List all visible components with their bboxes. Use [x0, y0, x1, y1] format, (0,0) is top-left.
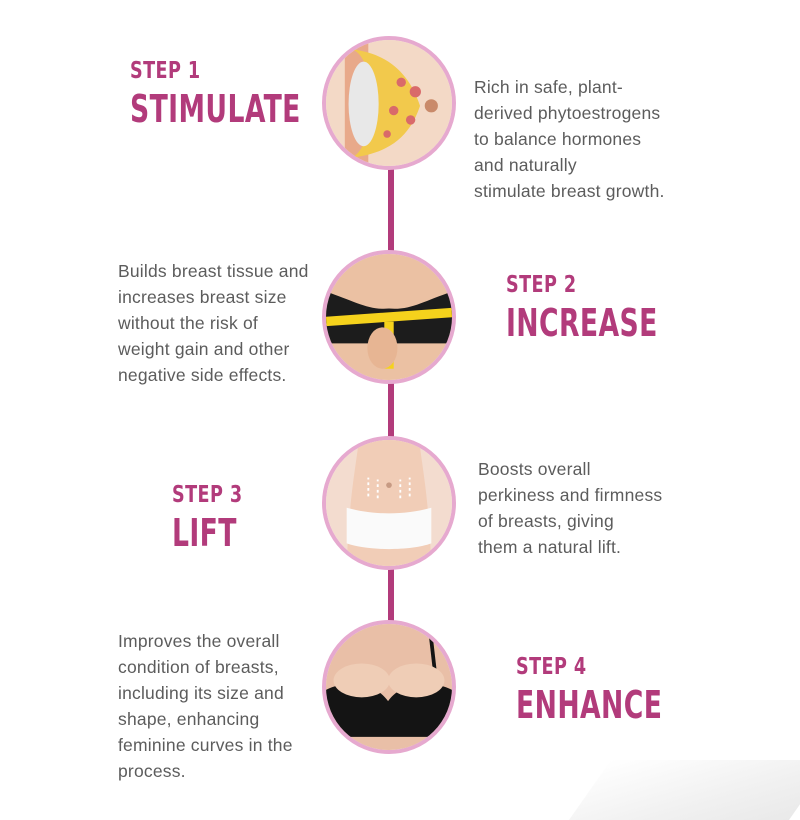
step-2-title: INCREASE	[506, 301, 658, 345]
torso-lift-arrows-photo	[326, 440, 452, 566]
step-4-title: ENHANCE	[516, 683, 663, 727]
step-4-number: STEP 4	[516, 654, 587, 680]
step-2-label: STEP 2 INCREASE	[506, 272, 701, 342]
step-1-title: STIMULATE	[130, 87, 301, 131]
timeline-line	[388, 150, 394, 630]
step-3-number: STEP 3	[172, 482, 243, 508]
step-3-image	[322, 436, 456, 570]
step-1-label: STEP 1 STIMULATE	[130, 58, 349, 128]
corner-shadow	[568, 760, 800, 820]
step-2-description: Builds breast tissue and increases breas…	[118, 261, 309, 385]
step-1-image	[322, 36, 456, 170]
step-3-description: Boosts overall perkiness and firmness of…	[478, 459, 663, 557]
step-2-number: STEP 2	[506, 272, 577, 298]
measuring-tape-chest-photo	[326, 254, 452, 380]
step-4-description: Improves the overall condition of breast…	[118, 631, 293, 781]
step-4-image	[322, 620, 456, 754]
step-3-title: LIFT	[172, 511, 237, 555]
step-3-label: STEP 3 LIFT	[172, 482, 255, 552]
step-1-description: Rich in safe, plant- derived phytoestrog…	[474, 77, 665, 201]
step-4-label: STEP 4 ENHANCE	[516, 654, 704, 724]
step-1-number: STEP 1	[130, 58, 201, 84]
black-bra-photo	[326, 624, 452, 750]
step-2-image	[322, 250, 456, 384]
breast-anatomy-illustration	[326, 40, 452, 166]
